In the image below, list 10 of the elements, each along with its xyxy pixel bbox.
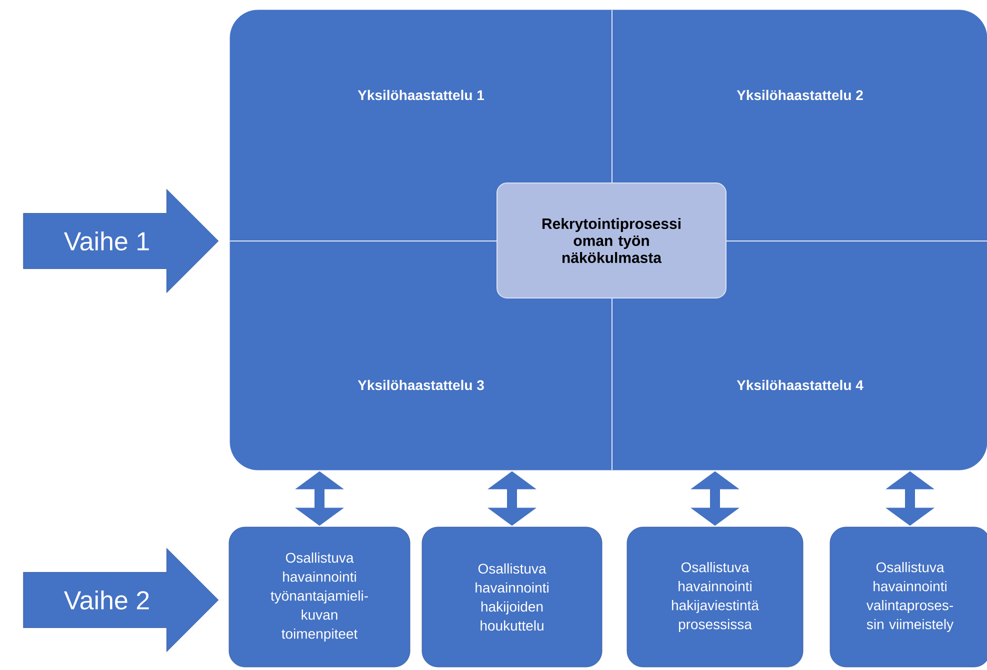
observation-box: Osallistuva havainnointi työnantajamieli- kuvan toimenpiteet [228,526,410,668]
observation-box: Osallistuva havainnointi hakijoiden houkuttelu [422,526,602,668]
observation-box: Osallistuva havainnointi valintaproses- sin viimeistely [830,526,987,668]
quadrant-label: Yksilöhaastattelu 4 [736,380,864,390]
matrix-panel [230,10,987,470]
observation-box: Osallistuva havainnointi hakijaviestintä prosessissa [626,526,804,668]
quadrant-label: Yksilöhaastattelu 3 [358,380,484,390]
center-box: Rekrytointiprosessi oman työn näkökulmasta [496,182,726,298]
quadrant-label: Yksilöhaastattelu 1 [358,90,484,100]
quadrant-label: Yksilöhaastattelu 2 [736,90,863,100]
